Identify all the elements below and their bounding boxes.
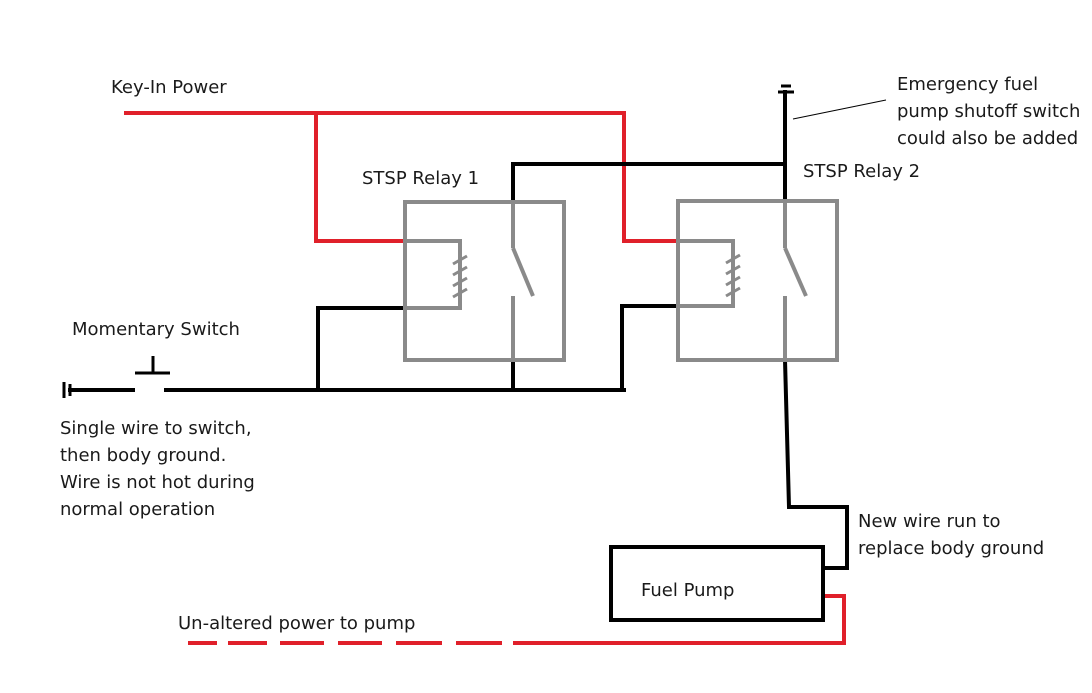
emergency-leader-line	[792, 99, 887, 120]
new-ground-run-wire	[782, 357, 849, 570]
new-wire-note-line1: New wire run to	[858, 511, 1001, 532]
relay1-contact-arm	[511, 247, 535, 297]
single-wire-note-line4: normal operation	[60, 499, 215, 520]
fuel-pump-box	[609, 545, 825, 622]
unaltered-power-label: Un-altered power to pump	[178, 613, 415, 634]
relay2-contact-arm	[783, 247, 808, 297]
shutoff-switch-cap-icon	[778, 84, 794, 94]
emergency-note-line3: could also be added	[897, 128, 1078, 149]
single-wire-note-line1: Single wire to switch,	[60, 418, 252, 439]
relay2-coil-bracket	[678, 239, 735, 308]
relay2-box	[676, 199, 839, 362]
ground-terminal-icon	[62, 382, 72, 398]
emergency-note-line2: pump shutoff switch	[897, 101, 1080, 122]
new-wire-note-line2: replace body ground	[858, 538, 1044, 559]
key-in-power-label: Key-In Power	[111, 77, 227, 98]
relay1-coil-bracket	[405, 239, 462, 310]
relay1-label: STSP Relay 1	[362, 168, 479, 189]
emergency-note-line1: Emergency fuel	[897, 74, 1038, 95]
momentary-switch-icon	[135, 356, 170, 375]
momentary-switch-label: Momentary Switch	[72, 319, 240, 340]
relay1-coil-ground-wire	[316, 306, 407, 392]
relay-bridge-wire	[511, 162, 787, 204]
key-in-power-wire	[124, 111, 680, 243]
ground-wires	[68, 90, 849, 570]
relay2-coil-ground-wire	[620, 304, 680, 392]
fuel-pump-label: Fuel Pump	[641, 580, 734, 601]
pump-power-wire	[513, 594, 846, 645]
relay1-box	[403, 200, 566, 362]
single-wire-note-line2: then body ground.	[60, 445, 226, 466]
relay1-coil-icon	[452, 254, 468, 299]
relay2-coil-icon	[725, 253, 741, 298]
relay1-coil-feed-wire	[314, 111, 407, 243]
single-wire-note-line3: Wire is not hot during	[60, 472, 255, 493]
relay2-label: STSP Relay 2	[803, 161, 920, 182]
power-wires	[124, 111, 846, 645]
